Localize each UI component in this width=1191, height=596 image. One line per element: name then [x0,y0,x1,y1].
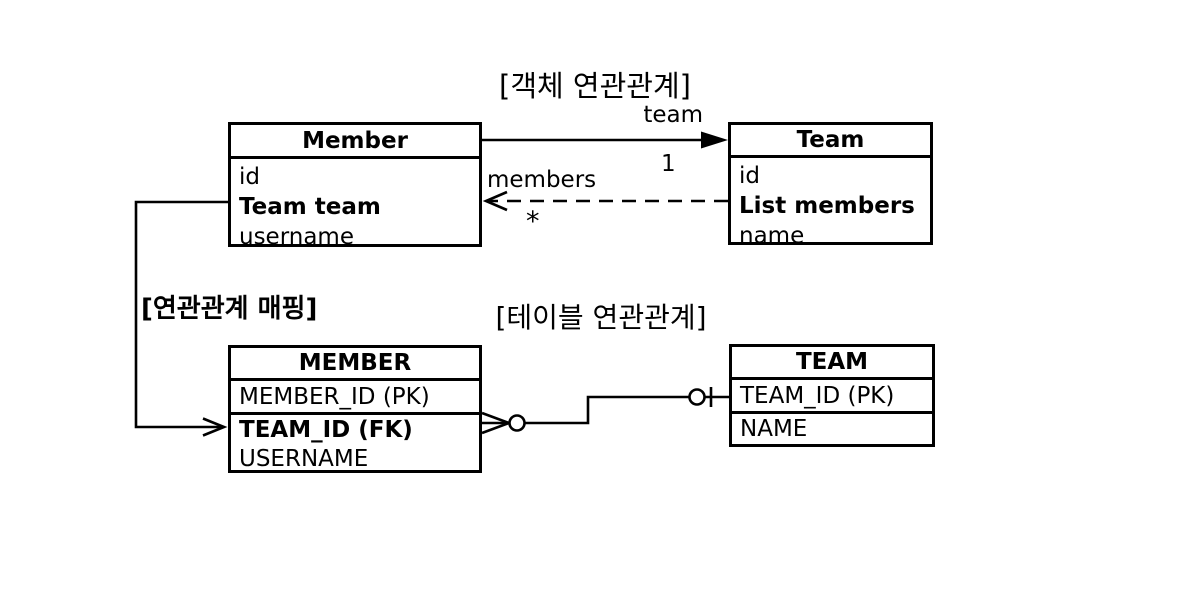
team-class-field-name: name [739,223,805,249]
member-table-box: MEMBER MEMBER_ID (PK) TEAM_ID (FK) USERN… [228,345,482,473]
mapping-title: [연관관계 매핑] [141,294,318,324]
object-relation-title: [객체 연관관계] [499,69,691,103]
team-association-label: team [643,102,703,128]
table-relation-title: [테이블 연관관계] [495,301,707,334]
member-class-field-username: username [239,224,354,250]
team-table-row-name: NAME [740,416,808,442]
member-class-title: Member [231,125,479,159]
member-class-box: Member id Team team username [228,122,482,250]
team-class-fields: id List members name [731,158,930,251]
member-class-field-team: Team team [239,194,381,220]
members-association-multiplicity: * [526,206,540,237]
team-to-member-dashed-arrow [482,190,728,212]
table-relationship-connector [481,387,729,435]
open-arrowhead-icon [482,190,508,212]
member-table-row-username: USERNAME [239,446,369,472]
open-arrowhead-icon [202,417,228,437]
crow-foot-many-icon [481,411,526,435]
team-table-title: TEAM [732,347,932,380]
member-to-team-arrow [482,131,728,149]
team-table-row-pk: TEAM_ID (PK) [732,380,932,414]
team-class-box: Team id List members name [728,122,933,249]
member-table-row-fk: TEAM_ID (FK) [239,417,413,443]
team-table-box: TEAM TEAM_ID (PK) NAME [729,344,935,447]
zero-or-one-icon [688,387,729,407]
member-class-field-id: id [239,164,260,190]
team-class-title: Team [731,125,930,158]
team-class-field-members: List members [739,193,915,219]
member-table-title: MEMBER [231,348,479,381]
team-class-field-id: id [739,163,760,189]
member-class-fields: id Team team username [231,159,479,252]
team-association-multiplicity: 1 [661,151,676,177]
member-table-row-pk: MEMBER_ID (PK) [231,381,479,415]
members-association-label: members [487,167,597,193]
member-table-compartment: TEAM_ID (FK) USERNAME [231,415,479,474]
filled-arrowhead-icon [701,131,728,149]
